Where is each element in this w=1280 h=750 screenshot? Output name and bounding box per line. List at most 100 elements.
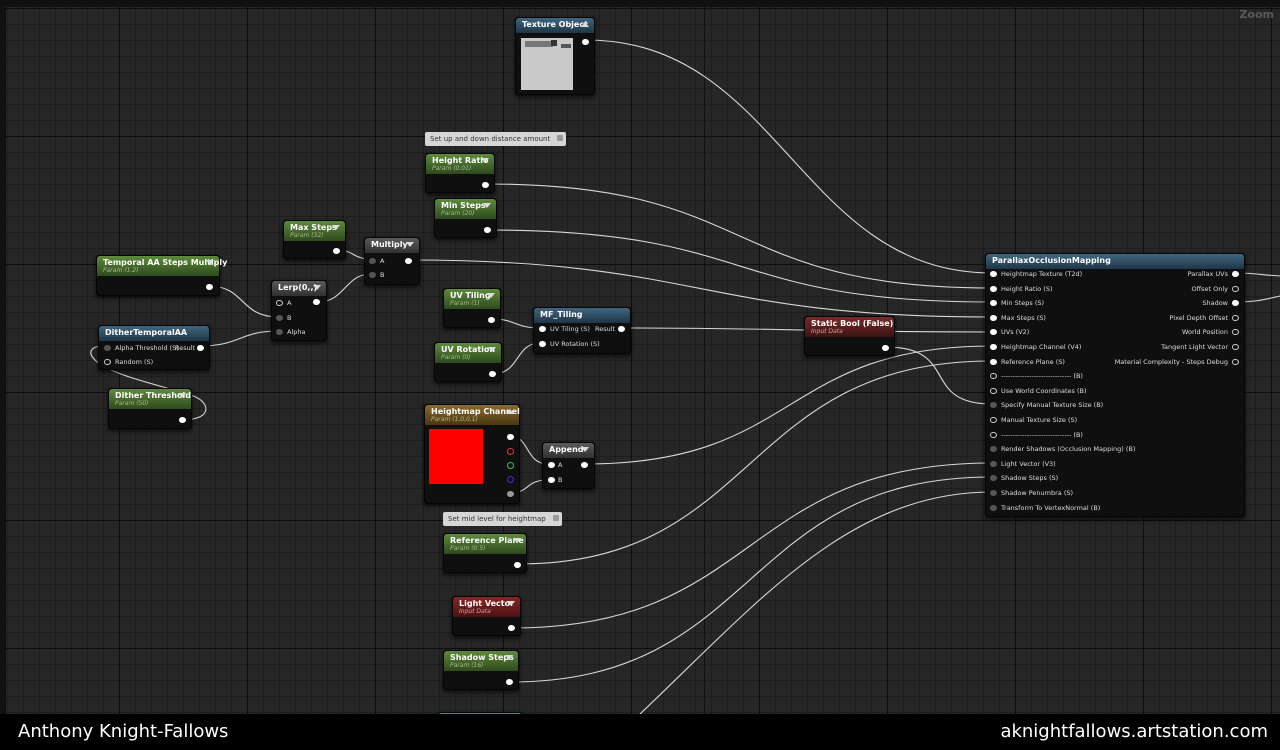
- comment-icon: [552, 515, 559, 521]
- input-pin-uv-rotation[interactable]: [539, 341, 546, 347]
- output-pin-a[interactable]: [507, 491, 514, 497]
- output-pin-g[interactable]: [507, 462, 514, 469]
- pom-input-pin[interactable]: [990, 475, 997, 482]
- pom-output-pin[interactable]: [1232, 358, 1239, 365]
- pom-input-pin[interactable]: [990, 387, 997, 394]
- input-pin-alpha[interactable]: [276, 329, 283, 335]
- output-pin[interactable]: [206, 284, 213, 290]
- output-pin[interactable]: [179, 417, 186, 423]
- output-pin[interactable]: [882, 345, 889, 351]
- input-pin-a[interactable]: [548, 462, 555, 468]
- output-pin[interactable]: [582, 39, 589, 45]
- output-label: Result: [595, 325, 616, 333]
- node-mf-tiling[interactable]: MF_Tiling UV Tiling (S) Result UV Rotati…: [533, 307, 631, 354]
- output-pin[interactable]: [618, 326, 625, 332]
- output-pin-rgba[interactable]: [507, 434, 514, 440]
- input-pin-alpha-threshold[interactable]: [104, 345, 111, 351]
- node-texture-object[interactable]: Texture Object: [515, 17, 595, 95]
- collapse-arrow-icon[interactable]: [506, 409, 514, 414]
- input-pin-random[interactable]: [104, 359, 111, 365]
- dropdown-arrow-icon[interactable]: [505, 655, 513, 660]
- pom-input-pin[interactable]: [990, 285, 997, 292]
- dropdown-arrow-icon[interactable]: [178, 393, 186, 398]
- pom-output-pin[interactable]: [1232, 271, 1239, 277]
- output-pin[interactable]: [482, 182, 489, 188]
- dropdown-arrow-icon[interactable]: [206, 260, 214, 265]
- pom-output-pin[interactable]: [1232, 314, 1239, 321]
- node-static-bool[interactable]: Static Bool (False)Input Data: [804, 316, 895, 356]
- pom-input-pin[interactable]: [990, 490, 997, 496]
- pom-output-pin[interactable]: [1232, 285, 1239, 292]
- input-pin-a[interactable]: [276, 300, 283, 306]
- output-pin[interactable]: [514, 562, 521, 568]
- output-pin[interactable]: [506, 679, 513, 685]
- dropdown-arrow-icon[interactable]: [507, 601, 515, 606]
- pom-input-pin[interactable]: [990, 431, 997, 438]
- pom-output-pin[interactable]: [1232, 344, 1239, 350]
- input-pin-b[interactable]: [369, 272, 376, 278]
- pom-output-pin[interactable]: [1232, 329, 1239, 336]
- output-pin-b[interactable]: [507, 476, 514, 483]
- node-parallax-occlusion-mapping[interactable]: ParallaxOcclusionMapping Heightmap Textu…: [985, 253, 1245, 517]
- pom-input-pin[interactable]: [990, 344, 997, 350]
- node-offscreen[interactable]: [437, 712, 523, 714]
- pom-input-pin[interactable]: [990, 504, 997, 511]
- dropdown-arrow-icon[interactable]: [481, 158, 489, 163]
- pom-input-pin[interactable]: [990, 271, 997, 277]
- pom-input-pin[interactable]: [990, 329, 997, 336]
- material-graph-canvas[interactable]: Zoom Texture Objec: [0, 0, 1280, 714]
- output-pin[interactable]: [333, 248, 340, 254]
- input-pin-b[interactable]: [548, 477, 555, 483]
- node-lerp[interactable]: Lerp(0,,) A B Alpha: [271, 280, 327, 341]
- dropdown-arrow-icon[interactable]: [332, 225, 340, 230]
- pom-input-pin[interactable]: [990, 373, 997, 380]
- pom-input-pin[interactable]: [990, 358, 997, 365]
- output-pin[interactable]: [484, 227, 491, 233]
- node-subtitle: Param (0.5): [450, 545, 486, 552]
- pom-input-pin[interactable]: [990, 300, 997, 307]
- node-dither-temporal-aa[interactable]: DitherTemporalAA Alpha Threshold (S) Res…: [98, 325, 210, 370]
- collapse-arrow-icon[interactable]: [581, 22, 589, 27]
- dropdown-arrow-icon[interactable]: [487, 293, 495, 298]
- pom-input-pin[interactable]: [990, 314, 997, 321]
- output-pin-r[interactable]: [507, 448, 514, 455]
- node-multiply[interactable]: Multiply A B: [364, 237, 420, 285]
- output-pin[interactable]: [581, 462, 588, 468]
- pom-input-pin[interactable]: [990, 446, 997, 453]
- pom-input-pin[interactable]: [990, 417, 997, 423]
- input-pin-a[interactable]: [369, 258, 376, 264]
- output-pin[interactable]: [488, 317, 495, 323]
- output-pin[interactable]: [508, 625, 515, 631]
- dropdown-arrow-icon[interactable]: [406, 242, 414, 247]
- output-pin[interactable]: [489, 371, 496, 377]
- dropdown-arrow-icon[interactable]: [513, 538, 521, 543]
- dropdown-arrow-icon[interactable]: [581, 447, 589, 452]
- output-pin[interactable]: [313, 299, 320, 305]
- node-append[interactable]: Append A B: [542, 442, 595, 489]
- output-pin[interactable]: [405, 258, 412, 264]
- input-pin-uv-tiling[interactable]: [539, 326, 546, 332]
- dropdown-arrow-icon[interactable]: [483, 203, 491, 208]
- pom-input-pin[interactable]: [990, 402, 997, 409]
- dropdown-arrow-icon[interactable]: [488, 347, 496, 352]
- dropdown-arrow-icon[interactable]: [313, 285, 321, 290]
- comment-reference-plane[interactable]: Set mid level for heightmap: [443, 512, 562, 526]
- pin-label: Alpha Threshold (S): [115, 344, 179, 352]
- output-pin[interactable]: [197, 345, 204, 351]
- comment-height-ratio[interactable]: Set up and down distance amount: [425, 132, 567, 146]
- author-name: Anthony Knight-Fallows: [18, 721, 229, 742]
- input-pin-b[interactable]: [276, 315, 283, 321]
- pom-output-pin[interactable]: [1232, 300, 1239, 307]
- pom-input-pin[interactable]: [990, 460, 997, 467]
